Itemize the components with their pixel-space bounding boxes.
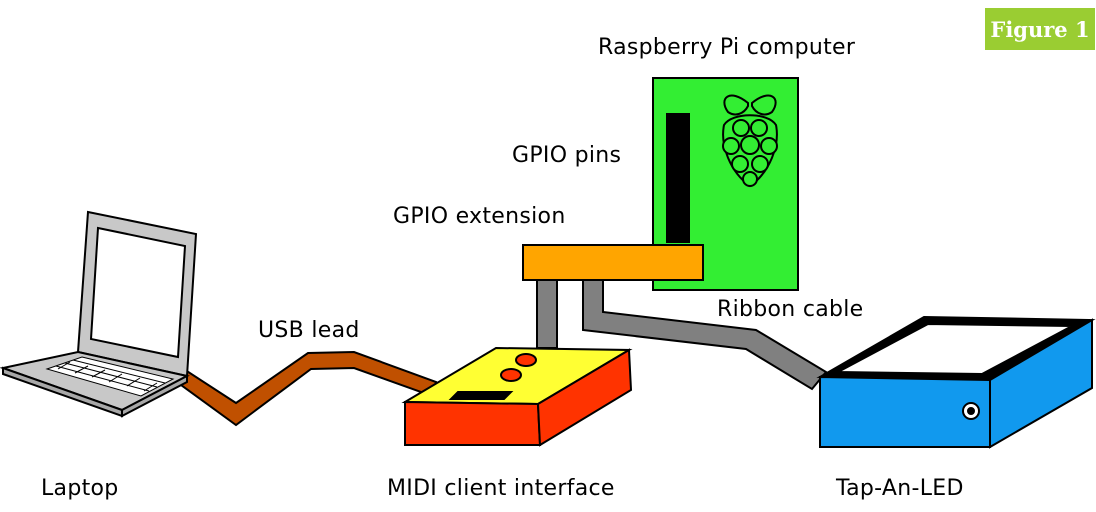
midi-client-interface-box bbox=[401, 346, 633, 447]
label-laptop: Laptop bbox=[41, 476, 119, 501]
label-ribbon-cable: Ribbon cable bbox=[717, 297, 864, 322]
label-midi-interface: MIDI client interface bbox=[387, 476, 615, 501]
midi-button-1 bbox=[515, 353, 537, 367]
gpio-pins-header bbox=[666, 113, 690, 243]
tap-an-led-box bbox=[816, 315, 1096, 449]
label-raspberry-pi: Raspberry Pi computer bbox=[598, 35, 856, 60]
gpio-extension-board bbox=[522, 244, 704, 281]
midi-display-slot bbox=[448, 391, 514, 400]
ribbon-to-tap-an-led bbox=[582, 279, 828, 391]
label-gpio-extension: GPIO extension bbox=[393, 204, 566, 229]
label-tap-an-led: Tap-An-LED bbox=[836, 476, 964, 501]
ribbon-to-midi bbox=[536, 279, 558, 349]
label-usb-lead: USB lead bbox=[258, 318, 360, 343]
usb-lead-cable bbox=[168, 350, 438, 427]
laptop-icon bbox=[0, 210, 198, 418]
midi-button-2 bbox=[500, 368, 522, 382]
raspberry-pi-board bbox=[652, 77, 799, 291]
label-gpio-pins: GPIO pins bbox=[512, 143, 622, 168]
ribbon-cables bbox=[536, 279, 828, 391]
figure-badge: Figure 1 bbox=[985, 8, 1095, 50]
raspberry-pi-logo-icon bbox=[722, 94, 778, 188]
